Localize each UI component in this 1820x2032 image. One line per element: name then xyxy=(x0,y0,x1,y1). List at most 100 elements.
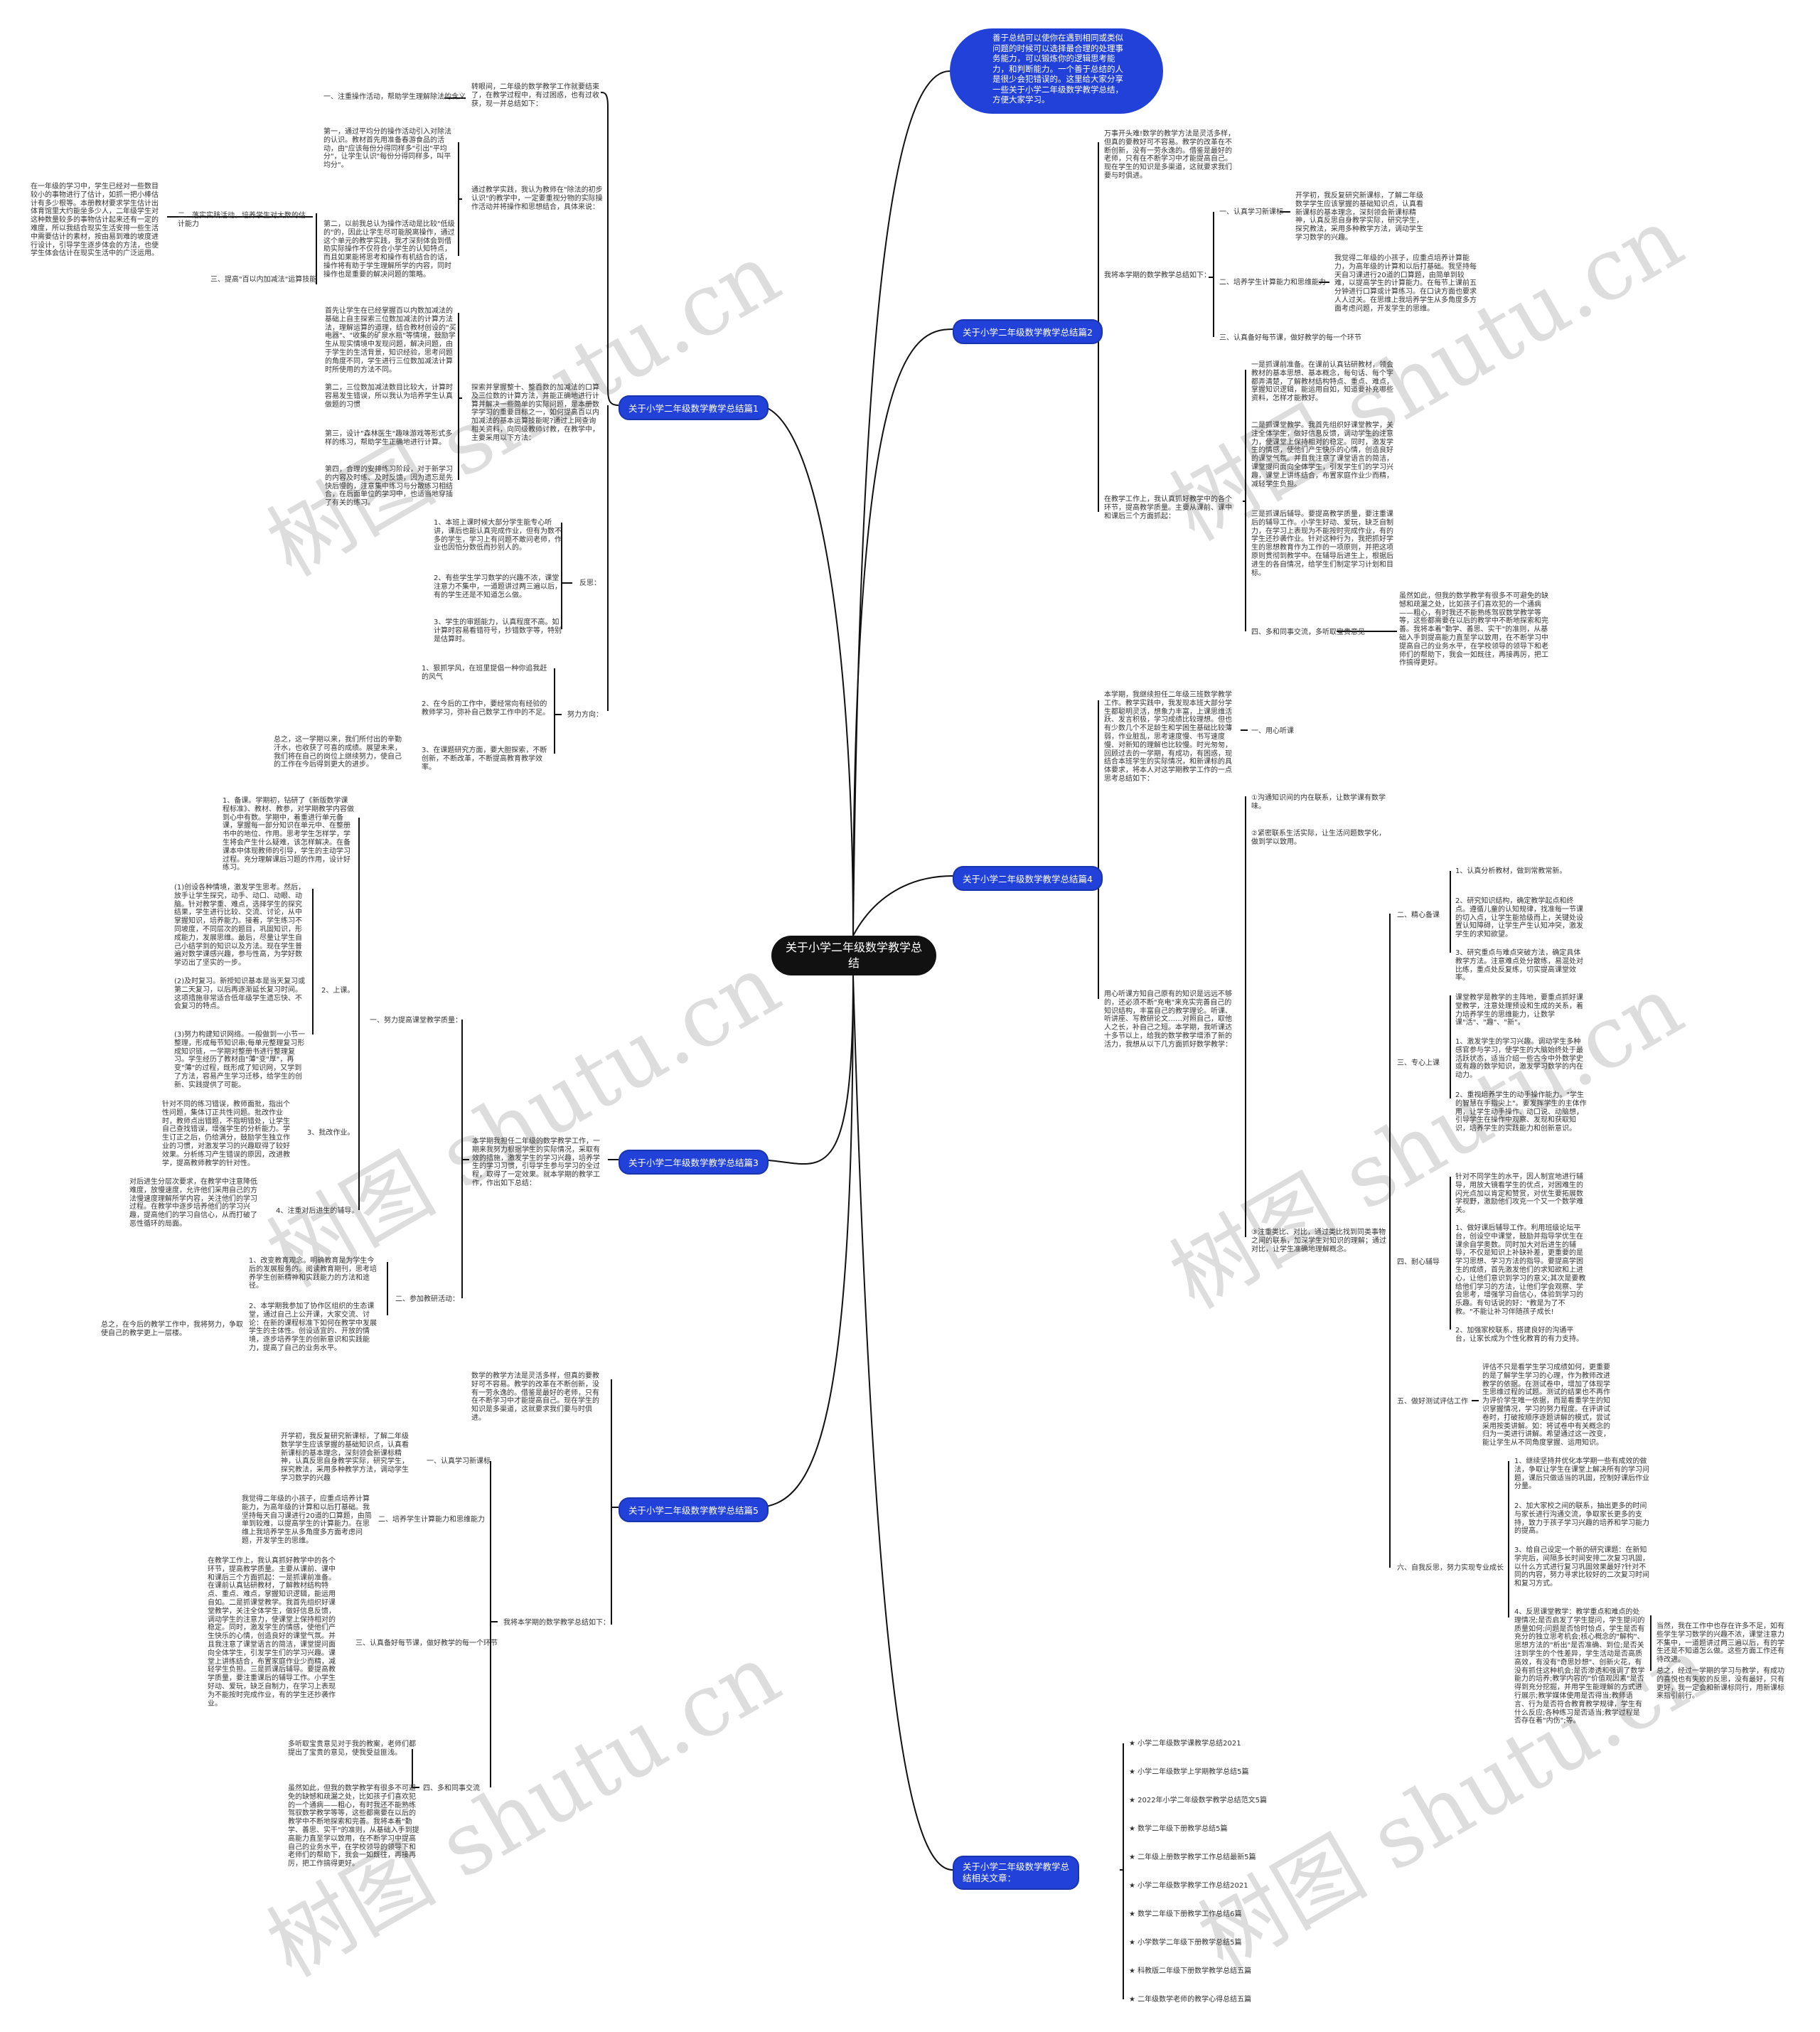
b1-effort-2: 2、在今后的工作中，要经常向有经验的教师学习，弥补自己数学工作中的不足。 xyxy=(422,700,550,717)
b3-weak-label: 4、注重对后进生的辅导。 xyxy=(276,1207,359,1215)
b4-listen: 用心听课方知自己原有的知识是远远不够的，还必须不断"充电"来充实完善自己的知识结… xyxy=(1104,990,1232,1049)
branch-5[interactable]: 关于小学二年级数学教学总结篇5 xyxy=(619,1497,769,1522)
b2-intro: 万事开头难!数学的教学方法是灵活多样，但真的要教好可不容易。教学的改革在不断创新… xyxy=(1104,130,1236,180)
related-link[interactable]: ★ 2022年小学二年级数学教学总结范文5篇 xyxy=(1129,1797,1267,1804)
b3-section-1: 一、努力提高课堂教学质量： xyxy=(370,1017,462,1025)
b5-section-4: 四、多和同事交流 xyxy=(423,1785,480,1792)
b2-section-1-text: 开学初，我反复研究新课标，了解二年级数学学生应该掌握的基础知识点，认真看新课标的… xyxy=(1295,192,1423,242)
b1-reflect-2: 2、有些学生学习数学的兴趣不浓，课堂注意力不集中，一道题讲过两三遍以后，有的学生… xyxy=(434,574,562,599)
b4-tutor-1: 1、做好课后辅导工作。利用班级论坛平台，创设空中课堂，鼓励并指导学优生在课余自学… xyxy=(1455,1224,1586,1316)
b5-intro: 数学的教学方法是灵活多样，但真的要教好可不容易。教学的改革在不断创新，没有一劳永… xyxy=(471,1372,599,1422)
b4-intro: 本学期，我继续担任二年级三班数学教学工作。教学实践中，我发现本班大部分学生都聪明… xyxy=(1104,691,1232,783)
b5-section-1-text: 开学初，我反复研究新课标，了解二年级数学学生应该掌握的基础知识点，认真看新课标的… xyxy=(281,1433,409,1482)
b1-section-2: 二、落实实践活动，培养学生对大数的估计能力 xyxy=(178,212,306,228)
b1-reflect-1: 1、本班上课时候大部分学生能专心听讲，课后也能认真完成作业，但有为数不多的学生，… xyxy=(434,519,562,552)
b1-method-2: 第二，三位数加减法数目比较大，计算时容易发生错误，所以我认为培养学生认真做题的习… xyxy=(325,384,453,409)
b4-prep-2: 2、研究知识结构，确定教学起点和终点。遵循儿童的认知规律，找准每一节课的切入点，… xyxy=(1455,897,1583,939)
b4-reflect-3: 3、给自己设定一个新的研究课题：在新知学完后，间隔多长时间安排二次复习巩固，以什… xyxy=(1514,1546,1649,1588)
intro-bubble: 善于总结可以使你在遇到相同或类似问题的时候可以选择最合理的处理事务能力，可以锻炼… xyxy=(950,28,1163,114)
b4-tutor-0: 针对不同学生的水平，因人制宜地进行辅导，用放大镜看学生的优点，对困难生的闪光点加… xyxy=(1455,1173,1583,1215)
b5-section-4-text-1: 多听取宝贵意见对于我的教案，老师们都提出了宝贵的意见，使我受益匪浅。 xyxy=(288,1740,416,1757)
related-link[interactable]: ★ 小学数学二年级下册教学总结5篇 xyxy=(1129,1939,1242,1947)
branch-4[interactable]: 关于小学二年级数学教学总结篇4 xyxy=(953,866,1103,891)
related-link[interactable]: ★ 二年级数学老师的教学心得总结五篇 xyxy=(1129,1996,1252,2004)
b1-section-2-text: 在一年级的学习中，学生已经对一些数目较小的事物进行了估计，如抓一把小棒估计有多少… xyxy=(31,183,159,258)
b3-conclusion: 总之，在今后的教学工作中，我将努力，争取使自己的教学更上一层楼。 xyxy=(101,1321,243,1337)
b2-section-4-text: 虽然如此，但我的数学教学有很多不可避免的缺憾和疏漏之处，比如孩子们喜欢犯的一个通… xyxy=(1399,592,1548,668)
b2-work-2: 二是抓课堂教学。我首先组织好课堂教学，关注全体学生，做好信息反馈，调动学生的注意… xyxy=(1251,422,1393,488)
b3-section-2: 二、参加教研活动： xyxy=(395,1295,459,1303)
b4-evaluation: 评估不只是看学生学习成绩如何，更重要的是了解学生学习的心理，作为教师改进教学的依… xyxy=(1482,1364,1610,1448)
b4-section-2: 二、精心备课 xyxy=(1397,911,1440,919)
b2-section-2: 二、培养学生计算能力和思维能力 xyxy=(1219,279,1326,287)
b4-reflect-1: 1、继续坚持并优化本学期一些有成效的做法，争取让学生在课堂上解决所有的学习问题，… xyxy=(1514,1458,1649,1491)
b4-section-3: 三、专心上课 xyxy=(1397,1059,1440,1067)
b1-effort-1: 1、狠抓学风，在班里提倡一种你追我赶的风气 xyxy=(422,665,547,681)
related-link[interactable]: ★ 数学二年级下册教学总结5篇 xyxy=(1129,1825,1228,1833)
b5-section-3-text: 在教学工作上，我认真抓好教学中的各个环节，提高教学质量。主要从课前、课中和课后三… xyxy=(208,1557,336,1708)
b4-class-2: 2、重视培养学生的动手操作能力。"学生的智慧在手指尖上"。要发挥学生的主体作用，… xyxy=(1455,1091,1587,1133)
b2-section-4: 四、多和同事交流，多听取宝贵意见 xyxy=(1251,629,1365,636)
b3-class-3: (3)努力构建知识网络。一般做到一小节一整理，形成每节知识串;每单元整理复习形成… xyxy=(174,1031,306,1089)
branch-1[interactable]: 关于小学二年级数学教学总结篇1 xyxy=(619,395,769,420)
b3-prep: 1、备课。学期初，钻研了《新版数学课程标准》、教材、教参，对学期教学内容做到心中… xyxy=(223,797,354,872)
b1-practice: 通过教学实践，我认为教师在"除法的初步认识"的教学中，一定要重视分物的实际操作活… xyxy=(471,186,603,211)
b4-listen-2: ②紧密联系生活实际，让生活问题数学化，做到学以致用。 xyxy=(1251,830,1386,846)
b4-section-4: 四、耐心辅导 xyxy=(1397,1258,1440,1266)
b4-listen-1: ①沟通知识间的内在联系，让数学课有数学味。 xyxy=(1251,794,1386,811)
related-link[interactable]: ★ 科教版二年级下册数学教学总结五篇 xyxy=(1129,1967,1252,1975)
root-topic[interactable]: 关于小学二年级数学教学总结 xyxy=(771,936,936,975)
b5-section-3: 三、认真备好每节课，做好教学的每一个环节 xyxy=(355,1640,498,1647)
b4-class-0: 课堂教学是教学的主阵地，要重点抓好课堂教学，注意处理预设和生成的关系，着力培养学… xyxy=(1455,994,1583,1027)
b4-tutor-2: 2、加强家校联系，搭建良好的沟通平台，让家长成为个性化教育的有力支持。 xyxy=(1455,1327,1583,1343)
b3-research-2: 2、本学期我参加了协作区组织的生态课堂，通过自己上公开课，大家交流、讨论：在新的… xyxy=(249,1303,377,1352)
b4-section-6: 六、自我反思，努力实现专业成长 xyxy=(1397,1564,1504,1572)
b1-intro: 转眼间，二年级的数学教学工作就要结束了，在教学过程中，有过困惑，也有过收获，现一… xyxy=(471,83,599,108)
b1-method-3: 第三，设计"森林医生"趣味游戏等形式多样的练习，帮助学生正确地进行计算。 xyxy=(325,430,453,446)
branch-3[interactable]: 关于小学二年级数学教学总结篇3 xyxy=(619,1150,769,1175)
b5-section-4-text-2: 虽然如此，但我的数学教学有很多不可避免的缺憾和疏漏之处，比如孩子们喜欢犯的一个通… xyxy=(288,1785,419,1868)
b4-listen-3: ③注重类比、对比，通过类比找到同类事物之间的联系，加深学生对知识的理解；通过对比… xyxy=(1251,1229,1386,1253)
b3-intro: 本学期我担任二年级的数学教学工作，一期来我努力根据学生的实际情况，采取有效的措施… xyxy=(472,1138,600,1187)
b4-section-1: 一、用心听课 xyxy=(1251,727,1294,735)
b3-weak: 对后进生分层次要求，在教学中注意降低难度，放慢速度，允许他们采用自己的方法慢速度… xyxy=(129,1178,257,1228)
b4-conclusion: 总之，经过一学期的学习与教学，有成功的喜悦也有失败的反思，没有最好，只有更好，我… xyxy=(1656,1667,1784,1701)
b3-homework: 针对不同的练习错误，教师面批，指出个性问题，集体订正共性问题。批改作业时，教师点… xyxy=(162,1101,290,1167)
related-link[interactable]: ★ 二年级上册数学教学工作总结最新5篇 xyxy=(1129,1854,1256,1861)
b3-class-2: (2)及时复习。新授知识基本是当天复习或第二天复习，以后再逐渐延长复习时间。这项… xyxy=(174,978,306,1011)
b1-method-1: 首先让学生在已经掌握百以内数加减法的基础上自主探索三位数加减法的计算方法法，理解… xyxy=(325,307,456,374)
related-link[interactable]: ★ 小学二年级数学教学工作总结2021 xyxy=(1129,1882,1248,1890)
b4-section-5: 五、做好测试评估工作 xyxy=(1397,1398,1468,1406)
b5-summary: 我将本学期的数学教学总结如下： xyxy=(503,1619,610,1627)
b4-reflect-4: 4、反思课堂教学：教学重点和难点的处理情况;是否启发了学生提问，学生提问的质量如… xyxy=(1514,1608,1645,1726)
b1-conclusion: 总之，这一学期以来，我们所付出的辛勤汗水，也收获了可喜的成绩。展望未来，我们将在… xyxy=(274,736,402,769)
b5-section-2: 二、培养学生计算能力和思维能力 xyxy=(378,1516,485,1524)
b2-work: 在教学工作上，我认真抓好教学中的各个环节，提高教学质量。主要从课前、课中和课后三… xyxy=(1104,496,1232,520)
branch-related-articles[interactable]: 关于小学二年级数学教学总结相关文章： xyxy=(953,1856,1079,1890)
b1-effort-3: 3、在课题研究方面，要大胆探索，不断创新，不断改革，不断提高教育教学效率。 xyxy=(422,747,547,771)
b4-reflect-2: 2、加大家校之间的联系，抽出更多的时间与家长进行沟通交流，争取家长更多的支持，致… xyxy=(1514,1502,1649,1536)
b4-shortcoming: 当然，我在工作中也存在许多不足，如有些学生学习数学的兴趣不浓，课堂注意力不集中，… xyxy=(1656,1622,1784,1664)
b3-class-label: 2、上课。 xyxy=(321,987,355,995)
b2-work-1: 一是抓课前准备。在课前认真钻研教材，领会教材的基本思想、基本概念，每句话、每个字… xyxy=(1251,361,1393,403)
b1-reflect-label: 反思： xyxy=(579,579,601,587)
b4-prep-1: 1、认真分析教材，做到常教常新。 xyxy=(1455,867,1567,875)
related-link[interactable]: ★ 小学二年级数学上学期教学总结5篇 xyxy=(1129,1768,1249,1776)
b2-section-2-text: 我觉得二年级的小孩子，应重点培养计算能力，为高年级的计算和以后打基础。我坚持每天… xyxy=(1334,255,1477,313)
b1-section-3: 三、提高"百以内加减法"运算技能 xyxy=(210,276,317,284)
b1-effort-label: 努力方向： xyxy=(567,711,603,719)
b3-research-1: 1、改变教育观念。明确教育是为学生今后的发展服务的。阅读教育期刊，思考培养学生创… xyxy=(249,1257,377,1290)
b2-section-1: 一、认真学习新课标 xyxy=(1219,208,1283,216)
b1-p1: 第一，通过平均分的操作活动引入对除法的认识。教材首先用准备春游食品的活动，由"应… xyxy=(323,128,451,170)
branch-2[interactable]: 关于小学二年级数学教学总结篇2 xyxy=(953,319,1103,344)
related-link[interactable]: ★ 小学二年级数学课教学总结2021 xyxy=(1129,1740,1241,1748)
b2-summary: 我将本学期的数学教学总结如下： xyxy=(1104,272,1211,279)
b1-section-3-text: 探索并掌握整十、整百数的加减法的口算及三位数的计算方法，并能正确地进行计算并解决… xyxy=(471,384,599,442)
b5-section-2-text: 我觉得二年级的小孩子，应重点培养计算能力，为高年级的计算和以后打基础。我坚持每天… xyxy=(242,1495,372,1545)
b4-prep-3: 3、研究重点与难点突破方法，确定具体教学方法。注意难点处分散练，易混处对比练，重… xyxy=(1455,949,1583,983)
related-link[interactable]: ★ 数学二年级下册教学工作总结6篇 xyxy=(1129,1910,1242,1918)
b1-p2: 第二，以前我总认为操作活动是比较"低级的"的，因此让学生尽可能脱离操作，通过这个… xyxy=(323,220,455,279)
b1-reflect-3: 3、学生的审题能力，认真程度不高。如计算时容易看错符号，抄错数字等，特别是估算时… xyxy=(434,619,562,643)
b2-work-3: 三是抓课后辅导。要提高教学质量，要注重课后的辅导工作。小学生好动、爱玩，缺乏自制… xyxy=(1251,510,1393,577)
